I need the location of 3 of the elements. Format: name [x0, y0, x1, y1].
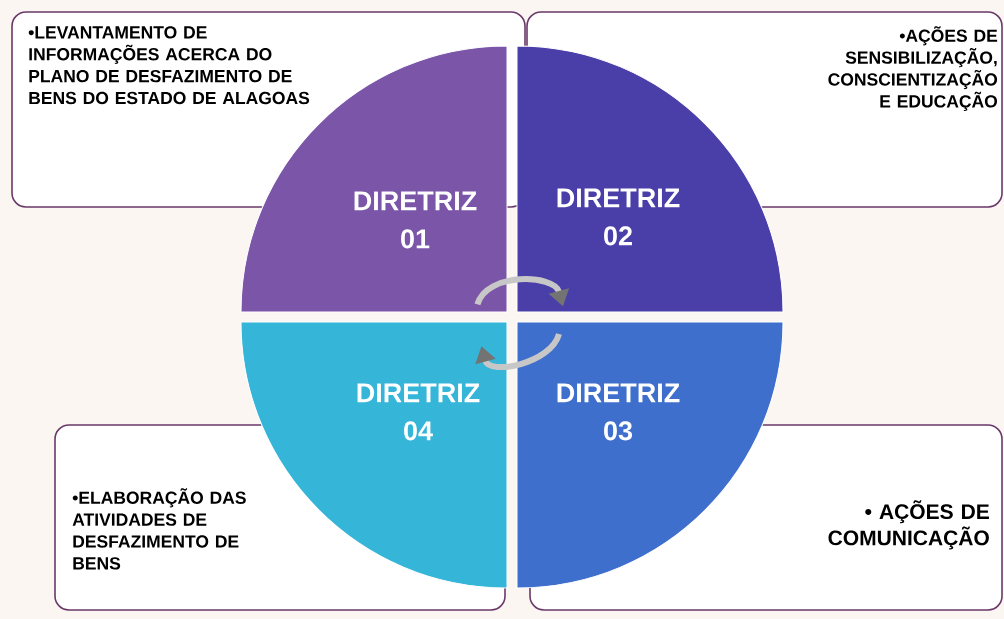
quadrant-sector: DIRETRIZ 02: [516, 45, 784, 313]
quadrant-sector: DIRETRIZ 03: [516, 321, 784, 589]
cycle-arrow: [475, 332, 562, 370]
